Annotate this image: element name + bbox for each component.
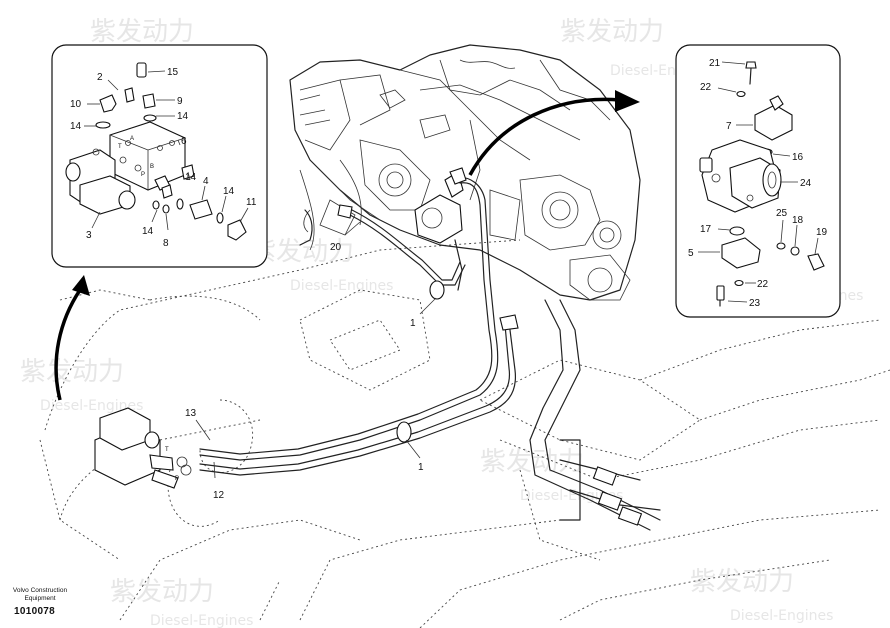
reference-arrows xyxy=(54,90,640,401)
callout-1: 1 xyxy=(410,318,416,329)
callout-23: 23 xyxy=(749,298,761,309)
watermark-text: Diesel-Engines xyxy=(290,278,393,294)
callout-10: 10 xyxy=(70,99,82,110)
watermark-text: Diesel-Engines xyxy=(40,398,143,414)
watermark-text: Diesel-Engines xyxy=(520,488,623,504)
port-letter-left-a: A xyxy=(130,136,134,142)
callout-9: 9 xyxy=(177,96,183,107)
port-letter-left-p: P xyxy=(141,172,145,178)
callout-15: 15 xyxy=(167,67,179,78)
watermark-text: Diesel-Engines xyxy=(730,608,833,624)
port-letter-left-t: T xyxy=(118,144,122,150)
callout-4: 4 xyxy=(203,176,209,187)
callout-12: 12 xyxy=(213,490,225,501)
port-letter-left-b: B xyxy=(150,164,154,170)
callout-8: 8 xyxy=(163,238,169,249)
callout-13: 13 xyxy=(185,408,197,419)
callout-22: 22 xyxy=(757,279,769,290)
callout-11: 11 xyxy=(246,197,257,208)
callout-5: 5 xyxy=(688,248,694,259)
callout-14: 14 xyxy=(177,111,189,122)
callout-3: 3 xyxy=(86,230,92,241)
watermark-text: 紫发动力 xyxy=(90,17,194,47)
callout-1: 1 xyxy=(418,462,424,473)
diagram-code: 1010078 xyxy=(14,606,56,617)
watermark-text: 紫发动力 xyxy=(110,577,214,607)
main-solenoid-valve: T P xyxy=(94,407,192,489)
watermark-text: 紫发动力 xyxy=(690,567,794,597)
callout-20: 20 xyxy=(330,242,342,253)
left-inset-valve-detail: T A P B 2 15 10 9 14 xyxy=(51,44,268,268)
watermark-text: Diesel-Engines xyxy=(150,613,253,628)
callout-6: 6 xyxy=(181,136,187,147)
main-callouts: 20 1 1 13 12 xyxy=(185,221,437,501)
port-letter-main-p: P xyxy=(175,476,179,482)
frame-pipes xyxy=(299,159,661,531)
machine-frame-outline xyxy=(39,239,890,628)
manufacturer-line-1: Volvo Construction xyxy=(12,587,68,594)
callout-18: 18 xyxy=(792,215,804,226)
port-letter-main-t: T xyxy=(165,447,169,453)
callout-24: 24 xyxy=(800,178,812,189)
callout-14: 14 xyxy=(223,186,235,197)
manufacturer-line-2: Equipment xyxy=(24,595,56,602)
callout-14: 14 xyxy=(185,172,197,183)
engine-block xyxy=(289,44,641,301)
watermark-text: 紫发动力 xyxy=(560,17,664,47)
watermark-text: 紫发动力 xyxy=(20,357,124,387)
callout-21: 21 xyxy=(709,58,721,69)
callout-16: 16 xyxy=(792,152,804,163)
callout-7: 7 xyxy=(726,121,732,132)
hose-assembly xyxy=(199,167,519,476)
callout-17: 17 xyxy=(700,224,712,235)
manufacturer-label: Volvo Construction Equipment xyxy=(10,587,70,603)
callout-14: 14 xyxy=(70,121,82,132)
callout-25: 25 xyxy=(776,208,788,219)
callout-2: 2 xyxy=(97,72,103,83)
callout-19: 19 xyxy=(816,227,828,238)
callout-22: 22 xyxy=(700,82,712,93)
callout-14: 14 xyxy=(142,226,154,237)
right-inset-pump-detail: 21 22 7 16 24 17 25 18 19 5 22 23 xyxy=(675,44,841,318)
